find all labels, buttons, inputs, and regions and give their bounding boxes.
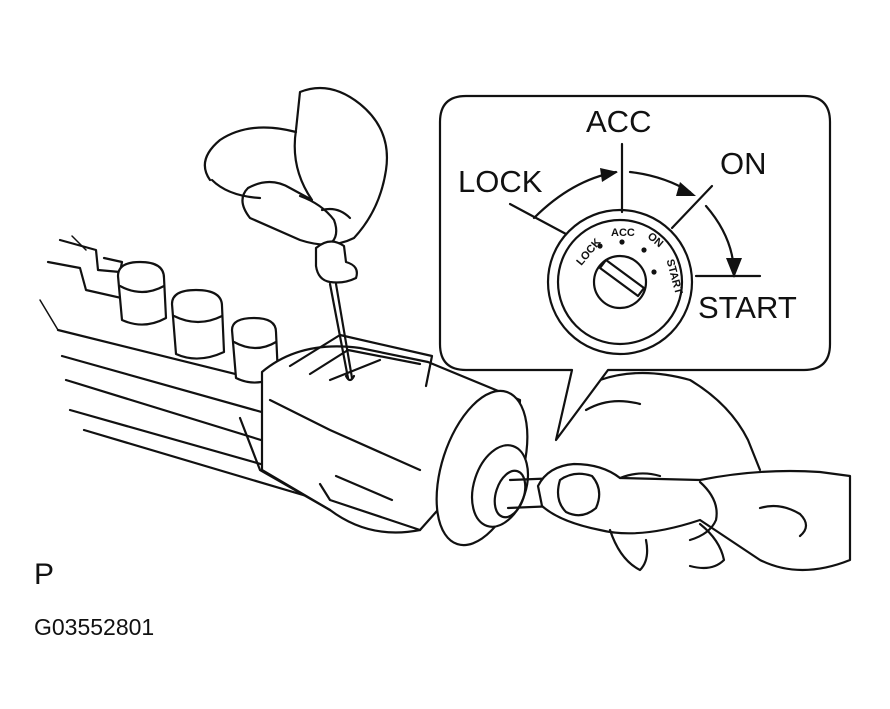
hand-holding-key — [536, 371, 852, 572]
on-pointer-line — [670, 184, 714, 230]
label-start: START — [698, 290, 797, 325]
ignition-position-inset: LOCK ACC ON START LOCK ACC ON START — [438, 94, 832, 442]
view-letter: P — [34, 558, 55, 591]
lock-pointer-line — [508, 202, 568, 236]
steering-column-housing — [39, 235, 562, 547]
cylinder-label-acc: ACC — [611, 227, 635, 239]
label-on: ON — [720, 146, 767, 181]
key-slot-icon — [598, 258, 646, 298]
label-acc: ACC — [586, 104, 651, 139]
hand-with-screwdriver — [203, 86, 388, 382]
label-lock: LOCK — [458, 164, 543, 199]
figure-reference-code: G03552801 — [34, 614, 155, 640]
